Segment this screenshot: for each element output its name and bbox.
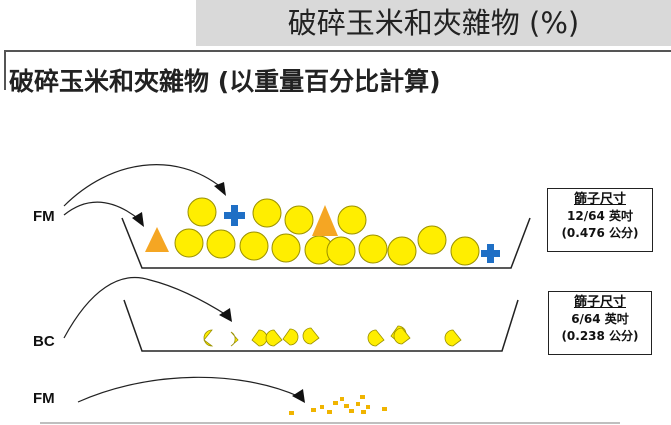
whole-kernel (450, 236, 480, 266)
whole-kernel (337, 205, 367, 235)
fine-particle (289, 411, 294, 415)
broken-kernel (393, 327, 411, 345)
whole-kernel (284, 205, 314, 235)
main-title: 破碎玉米和夾雜物 (以重量百分比計算) (9, 67, 441, 96)
flow-arrow (63, 201, 141, 221)
fine-particle (356, 402, 360, 406)
whole-kernel (326, 236, 356, 266)
header-title: 破碎玉米和夾雜物 (%) (287, 6, 580, 40)
sieve-size: 6/64 英吋 (571, 312, 629, 326)
fine-particle (320, 405, 324, 409)
whole-kernel (417, 225, 447, 255)
whole-kernel (187, 197, 217, 227)
whole-kernel (174, 228, 204, 258)
whole-kernel (206, 229, 236, 259)
row-label-fm-top: FM (33, 208, 55, 225)
foreign-triangle (312, 205, 338, 236)
sieve-size: 12/64 英吋 (567, 209, 633, 223)
arrowhead (292, 389, 305, 403)
sieve-metric: (0.476 公分) (561, 226, 639, 240)
foreign-cross (224, 205, 245, 226)
flow-arrow (63, 276, 229, 339)
whole-kernel (358, 234, 388, 264)
title-divider (4, 50, 6, 90)
sieve-metric: (0.238 公分) (561, 329, 639, 343)
fine-particle (349, 409, 354, 413)
whole-kernel (239, 231, 269, 261)
sieve-box-large: 篩子尺寸 12/64 英吋 (0.476 公分) (547, 188, 653, 252)
header-divider (4, 50, 671, 52)
sieve-title: 篩子尺寸 (573, 192, 626, 207)
whole-kernels (174, 197, 480, 266)
broken-kernel (230, 331, 239, 347)
sieve-box-small: 篩子尺寸 6/64 英吋 (0.238 公分) (548, 291, 652, 355)
arrowhead (214, 182, 226, 196)
fine-particle (327, 410, 332, 414)
arrowhead (132, 212, 144, 227)
row-label-bc: BC (33, 333, 55, 350)
fine-particle (360, 395, 365, 399)
broken-kernel (265, 329, 283, 347)
broken-kernel (203, 329, 214, 347)
row-label-fm-bottom: FM (33, 390, 55, 407)
fine-particles (289, 395, 387, 415)
fine-particle (382, 407, 387, 411)
flow-arrow (63, 164, 223, 207)
fine-particle (340, 397, 344, 401)
broken-kernel (282, 328, 299, 346)
broken-kernels (203, 325, 462, 347)
arrowhead (219, 308, 232, 322)
fine-particle (344, 404, 349, 408)
fine-particle (311, 408, 316, 412)
foreign-triangle (145, 227, 169, 252)
sieve-title: 篩子尺寸 (573, 295, 626, 310)
header-bar (196, 0, 671, 46)
foreign-cross (481, 244, 500, 263)
sieve-tray-small (123, 299, 519, 352)
flow-arrow (77, 376, 301, 403)
sieve-tray-large (121, 217, 531, 269)
broken-kernel (251, 329, 268, 347)
broken-kernel (444, 329, 462, 347)
whole-kernel (271, 233, 301, 263)
whole-kernel (252, 198, 282, 228)
fine-particle (333, 401, 338, 405)
fine-particle (361, 410, 366, 414)
whole-kernel (387, 236, 417, 266)
fine-particle (366, 405, 370, 409)
broken-kernel (302, 327, 320, 345)
broken-kernel (367, 329, 385, 347)
